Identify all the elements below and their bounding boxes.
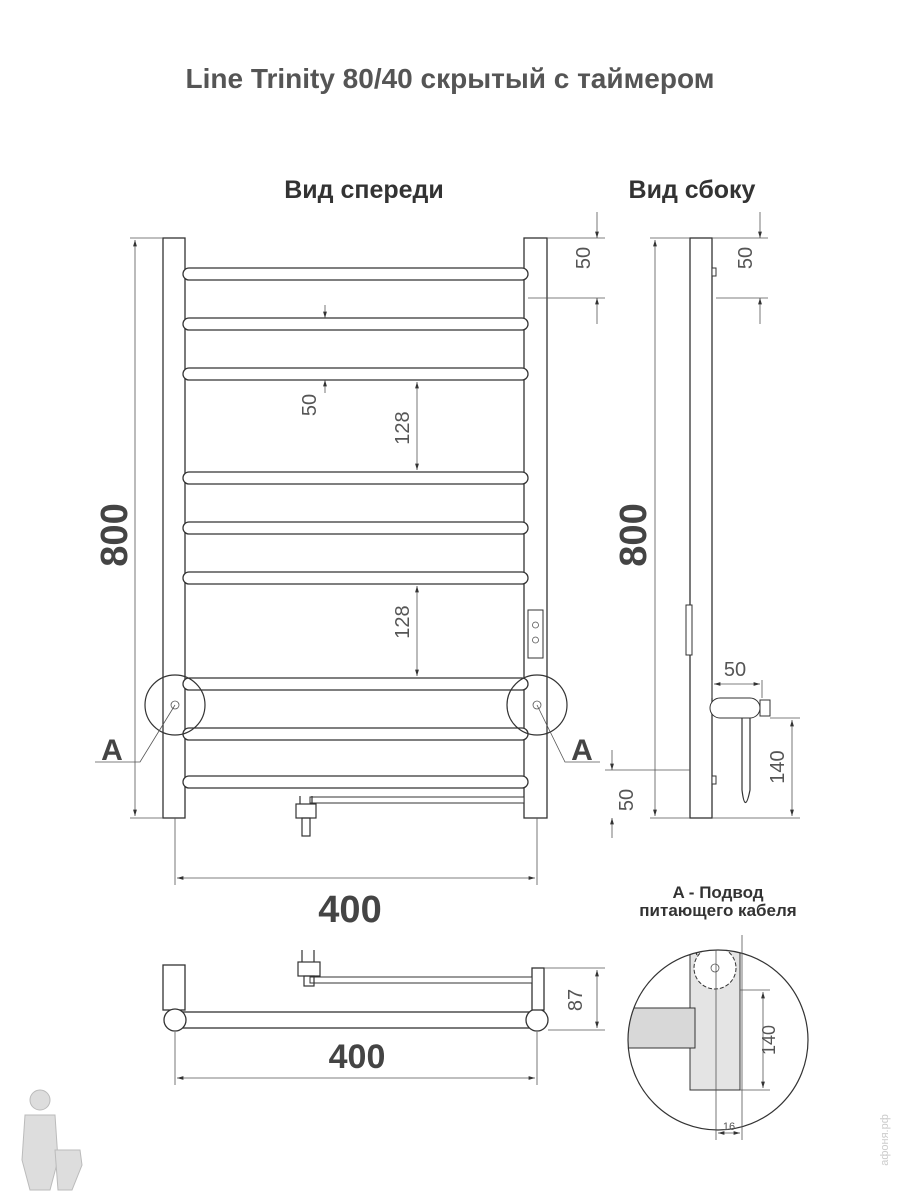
side-view-heading: Вид сбоку [629,176,756,204]
callout-label-right: A [571,734,593,767]
detail-title-line1: A - Подвод [672,883,763,902]
detail-height-dim: 140 [759,1025,779,1055]
detail-width-dim: 16 [723,1121,735,1133]
side-cable [741,718,751,804]
front-top-offset-dim: 50 [573,247,595,269]
side-height-dim: 800 [613,503,655,566]
side-plug-housing [709,697,761,719]
front-spacing-dim-1: 128 [392,411,414,444]
callout-circle-left [144,674,206,736]
detail-title-line2: питающего кабеля [639,901,796,920]
side-plug-height-dim: 140 [767,750,789,783]
top-view: 87 400 [162,950,605,1085]
plug-icon [295,796,317,837]
front-gap-dim: 50 [299,394,321,416]
callout-circle-right [506,674,568,736]
front-view: Вид спереди [94,176,605,931]
side-top-offset-dim: 50 [735,247,757,269]
plumber-mascot-icon [21,1089,83,1191]
front-height-dim: 800 [94,503,136,566]
cable [309,796,525,804]
timer-control [527,609,544,659]
rungs [182,267,529,789]
callout-label-left: A [101,734,123,767]
side-plug-depth-dim: 50 [724,659,746,681]
side-post [689,237,713,819]
side-bottom-offset-dim: 50 [616,789,638,811]
top-depth-dim: 87 [565,989,587,1011]
side-timer [685,604,693,656]
front-spacing-dim-2: 128 [392,605,414,638]
front-width-dim: 400 [318,889,381,931]
detail-a: A - Подвод питающего кабеля 16 140 [627,883,809,1140]
watermark: афоня.рф [879,1114,891,1166]
top-plug-icon [297,950,321,987]
page-title: Line Trinity 80/40 скрытый с таймером [186,63,715,94]
side-view: Вид сбоку 800 50 50 50 140 [605,176,800,838]
front-view-heading: Вид спереди [284,176,444,204]
top-width-dim: 400 [329,1038,386,1076]
left-post [162,237,186,819]
